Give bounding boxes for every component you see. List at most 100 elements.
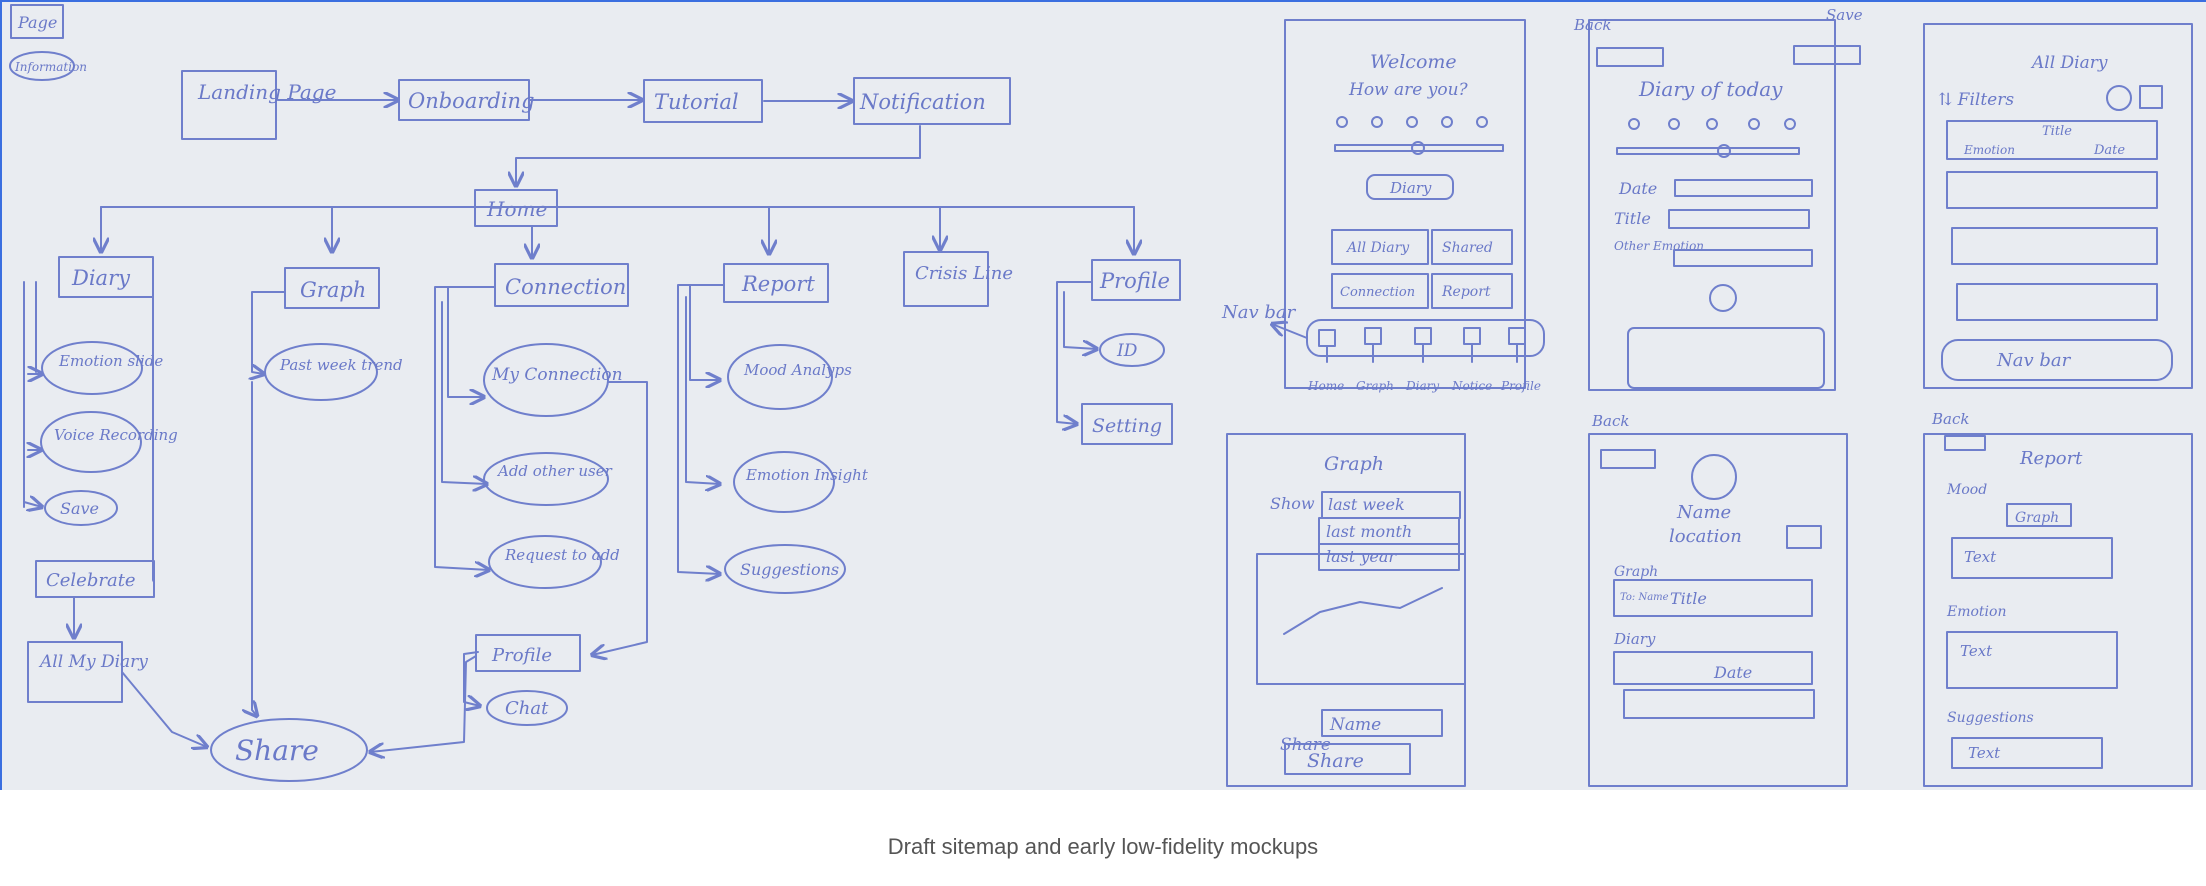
diary-title-field [1668,209,1810,229]
legend-page-label: Page [17,13,57,32]
node-emotion-slide-label: Emotion slide [58,352,163,370]
welcome-connection-label: Connection [1340,285,1415,300]
diary-save-label: Save [1826,6,1863,24]
node-setting [1081,403,1173,445]
alldiary-filters: ⇅ Filters [1938,90,2014,110]
report-title: Report [2019,448,2083,469]
nav-label-home: Home [1307,379,1344,393]
alldiary-share-icon [2139,85,2163,109]
node-tutorial-label: Tutorial [654,90,739,114]
welcome-report-button [1431,273,1513,309]
graph-name-value: Name [1329,715,1381,735]
contact-graph-label: Graph [1614,564,1658,580]
diary-save-button [1793,45,1861,65]
node-crisis-line-label: Crisis Line [915,263,1013,284]
alldiary-search-icon [2106,85,2132,111]
node-notification-label: Notification [859,90,986,114]
report-text-1: Text [1964,548,1997,566]
legend-information-label: Information [14,60,87,74]
diary-slider [1616,147,1800,155]
node-mood-analysis [727,344,833,410]
graph-show-label: Show [1270,494,1315,513]
diary-text-area [1627,327,1825,389]
node-past-week-trend-label: Past week trend [279,356,403,374]
node-suggestions [724,544,846,594]
node-share [210,718,368,782]
node-my-connection [483,343,609,417]
alldiary-row-1 [1946,120,2158,160]
report-emotion-box [1946,631,2118,689]
alldiary-nav-bar [1941,339,2173,381]
legend-page-box [10,4,64,39]
node-chat-label: Chat [505,698,549,719]
welcome-all-diary-button [1331,229,1429,265]
contact-name: Name [1676,502,1731,523]
alldiary-row-2 [1946,171,2158,209]
node-profile [1091,259,1181,301]
graph-chart-area [1256,553,1466,685]
contact-graph-card [1613,579,1813,617]
contact-mail-icon [1786,525,1822,549]
node-mood-analysis-label: Mood Analyps [743,361,852,379]
report-emotion-label: Emotion [1946,604,2006,620]
node-diary-label: Diary [71,266,131,290]
node-onboarding-label: Onboarding [408,89,535,113]
node-emotion-insight [733,451,835,513]
mockup-contact: Back Name location Graph To: Name Title … [1588,412,1848,787]
node-report-label: Report [741,272,815,296]
alldiary-row-3 [1951,227,2158,265]
diary-back-label: Back [1573,16,1611,34]
welcome-title: Welcome [1370,51,1457,73]
report-text-3: Text [1968,744,2001,762]
diary-back-button [1596,47,1664,67]
welcome-shared-button [1431,229,1513,265]
report-suggestions-box [1951,737,2103,769]
report-text-2: Text [1960,642,1993,660]
nav-label-graph: Graph [1356,379,1394,393]
sitemap: Landing Page Onboarding Tutorial Notific… [23,70,1181,782]
node-graph-label: Graph [300,278,366,302]
sketch-drawing: Page Information Landing Page Onboarding… [9,4,2193,787]
diary-title: Diary of today [1638,77,1783,101]
welcome-all-diary-label: All Diary [1345,240,1410,256]
legend-information-ellipse [9,51,75,81]
contact-location: location [1669,526,1742,547]
report-graph-chip [2006,503,2072,527]
alldiary-title: All Diary [2030,53,2108,73]
node-add-other-user [483,452,609,506]
node-celebrate-label: Celebrate [46,570,136,591]
node-all-my-diary [27,641,123,703]
diary-slider-knob [1717,144,1731,158]
welcome-slider-knob [1411,141,1425,155]
graph-last-year: last year [1326,547,1397,566]
contact-back-label: Back [1591,412,1629,430]
node-report [723,263,829,303]
contact-diary-row-2 [1623,689,1815,719]
contact-diary-row-1 [1613,651,1813,685]
alldiary-nav-bar-label: Nav bar [1996,350,2072,371]
diary-title-label: Title [1614,209,1651,228]
mockup-graph: Graph Show last week last month last yea… [1226,433,1466,787]
contact-to-name: To: Name [1620,592,1669,603]
figure-caption: Draft sitemap and early low-fidelity moc… [887,834,1319,859]
graph-trend-line [1283,587,1443,635]
graph-last-month: last month [1326,522,1412,541]
graph-name-select [1321,709,1443,737]
alldiary-row-title: Title [2042,124,2072,139]
welcome-question: How are you? [1348,80,1469,100]
welcome-diary-button-label: Diary [1389,179,1432,197]
node-home-label: Home [486,197,547,221]
node-share-label: Share [235,734,319,767]
node-emotion-insight-label: Emotion Insight [745,466,869,484]
node-notification [853,77,1011,125]
node-add-other-user-label: Add other user [496,462,613,480]
diary-emotion-circles [1628,118,1796,130]
contact-diary-date: Date [1713,663,1752,682]
diary-date-label: Date [1618,179,1657,198]
node-all-my-diary-label: All My Diary [38,652,148,672]
contact-close-icon [1691,454,1737,500]
node-id-label: ID [1116,341,1138,361]
alldiary-row-emotion: Emotion [1963,143,2015,157]
diary-mic-icon [1709,284,1737,312]
node-conn-profile-label: Profile [491,645,552,666]
